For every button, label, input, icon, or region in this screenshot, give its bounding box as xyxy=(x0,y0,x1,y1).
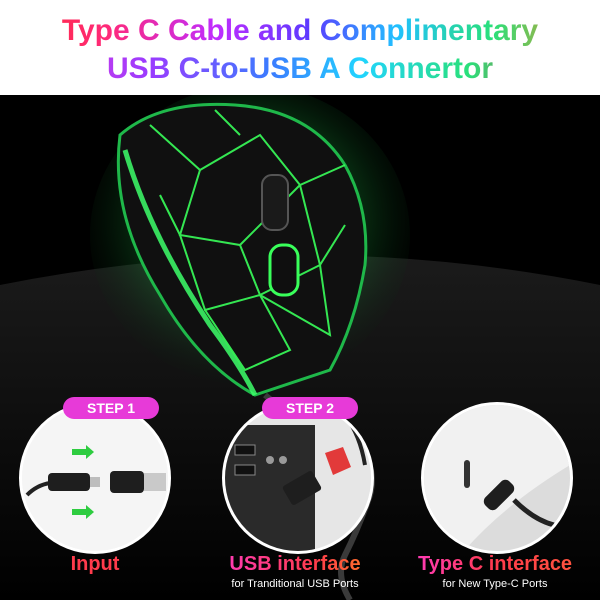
type-c-port-circle xyxy=(421,402,573,554)
step-2-badge: STEP 2 xyxy=(262,397,358,419)
usb-interface-sublabel: for Tranditional USB Ports xyxy=(231,578,359,590)
green-arrow-icon xyxy=(72,445,94,519)
headline: Type C Cable and Complimentary USB C-to-… xyxy=(0,12,600,88)
pc-usb-port-illustration xyxy=(225,405,371,551)
headline-line-2: USB C-to-USB A Connertor xyxy=(0,50,600,88)
usb-port-circle xyxy=(222,402,374,554)
headline-line-1: Type C Cable and Complimentary xyxy=(0,12,600,50)
type-c-interface-sublabel: for New Type-C Ports xyxy=(442,578,548,590)
mouse-body xyxy=(90,95,410,600)
laptop-type-c-illustration xyxy=(424,405,570,551)
input-circle xyxy=(19,402,171,554)
step-1-badge: STEP 1 xyxy=(63,397,159,419)
usb-interface-label: USB interface xyxy=(200,552,390,576)
cable-adapter-illustration xyxy=(22,405,168,551)
input-label: Input xyxy=(70,553,120,575)
type-c-interface-label: Type C interface xyxy=(395,552,595,576)
